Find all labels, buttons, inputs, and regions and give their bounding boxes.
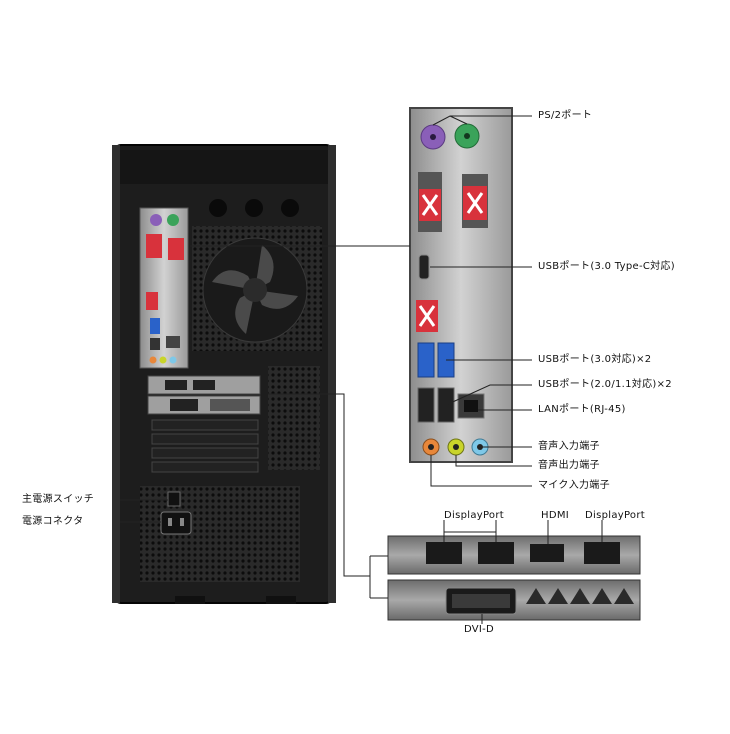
label-audio-in: 音声入力端子 [538, 441, 600, 452]
displayport-2 [478, 542, 514, 564]
top-screw-holes [209, 199, 299, 217]
hdmi-port [530, 544, 564, 562]
label-dvi: DVI-D [463, 624, 495, 635]
label-displayport-b: DisplayPort [585, 510, 645, 521]
psu-area [140, 486, 300, 582]
label-displayport-a: DisplayPort [444, 510, 504, 521]
label-usb30: USBポート(3.0対応)×2 [538, 354, 652, 365]
label-usb-typec: USBポート(3.0 Type-C対応) [538, 261, 675, 272]
label-hdmi: HDMI [541, 510, 569, 521]
expansion-slots [147, 366, 320, 473]
label-ps2: PS/2ポート [538, 110, 593, 121]
label-audio-out: 音声出力端子 [538, 460, 600, 471]
covered-port-1 [418, 172, 442, 232]
displayport-3 [584, 542, 620, 564]
power-connector-icon [160, 511, 192, 535]
gpu-bracket-top [387, 535, 641, 575]
small-io-shield [139, 207, 189, 369]
power-switch-icon [167, 491, 181, 507]
displayport-1 [426, 542, 462, 564]
gpu-bracket-bottom [387, 579, 641, 621]
pc-tower [112, 144, 336, 604]
fan-icon [212, 245, 298, 334]
label-lan: LANポート(RJ-45) [538, 404, 626, 415]
label-power-switch: 主電源スイッチ [22, 494, 95, 505]
label-usb20: USBポート(2.0/1.1対応)×2 [538, 379, 672, 390]
label-mic-in: マイク入力端子 [538, 480, 610, 491]
leader-lines [120, 115, 603, 624]
usb-typec-port [418, 254, 430, 280]
label-power-connector: 電源コネクタ [22, 516, 84, 527]
large-io-shield [409, 107, 513, 463]
covered-port-2 [462, 174, 488, 228]
covered-port-3 [416, 300, 438, 332]
